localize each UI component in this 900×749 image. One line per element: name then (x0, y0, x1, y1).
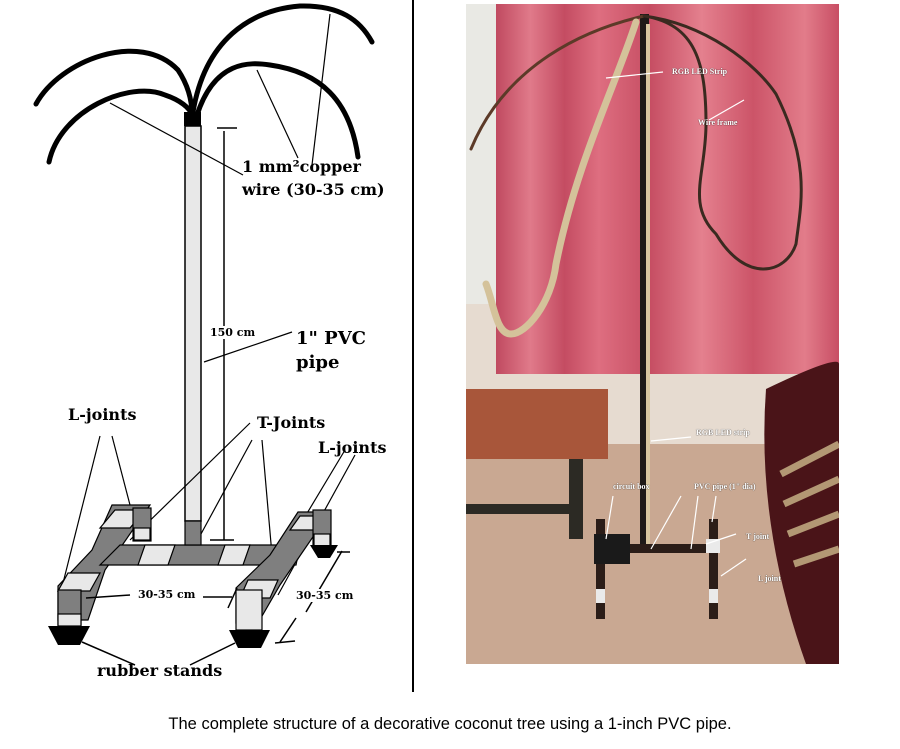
base-frame (56, 504, 332, 631)
curtain (496, 4, 839, 374)
circuit-box (594, 534, 630, 564)
sofa-stripes (779, 440, 839, 568)
table-leg (569, 459, 583, 539)
l-joints-label-right: L-joints (318, 438, 387, 457)
copper-wire-label-line1: 1 mm²copper (242, 157, 361, 176)
t-joint-center (184, 520, 202, 546)
photo-label-t-joint: T joint (746, 532, 770, 541)
prototype-photo: RGB LED Strip Wire frame RGB LED strip c… (466, 4, 839, 664)
frond-hub (184, 112, 201, 126)
panel-divider (412, 0, 414, 692)
photo-label-circuit-box: circuit box (613, 482, 650, 491)
pvc-pipe-label-line2: pipe (296, 352, 340, 373)
annotation-arrows (605, 71, 747, 577)
photo-label-rgb-strip-bottom: RGB LED strip (696, 428, 750, 437)
frond-left-outer (33, 48, 195, 118)
pvc-pipe-label-line1: 1" PVC (296, 328, 366, 349)
t-joints-label: T-Joints (257, 413, 326, 432)
rubber-stand-right (229, 630, 270, 648)
photo-label-l-joint: L joint (758, 574, 781, 583)
schematic-diagram: 1 mm²copper wire (30-35 cm) 150 cm 1" PV… (0, 0, 415, 700)
rubber-stand-back (310, 545, 338, 558)
photo-label-rgb-strip-top: RGB LED Strip (672, 67, 728, 76)
wire-frame-loops (469, 14, 803, 338)
main-pvc-pipe (184, 125, 202, 522)
photo-label-wire-frame: Wire frame (698, 118, 738, 127)
rubber-stand-leaders (81, 641, 236, 666)
tree-schematic-drawing (33, 3, 375, 666)
table-rail (466, 504, 576, 514)
rubber-stand-left (48, 626, 90, 645)
photo-scene (466, 4, 839, 664)
copper-wire-label-line2: wire (30-35 cm) (242, 180, 385, 199)
sofa (764, 361, 839, 664)
photo-label-pvc-pipe: PVC pipe (1" dia) (694, 482, 756, 491)
window (466, 4, 496, 304)
rubber-stands-label: rubber stands (97, 661, 223, 680)
height-label: 150 cm (210, 326, 256, 339)
rubber-stands (48, 545, 338, 648)
led-strip-on-pole (646, 24, 650, 544)
pvc-base-frame (594, 519, 720, 619)
width-side-label: 30-35 cm (296, 589, 354, 602)
right-front-leg (235, 589, 263, 631)
width-front-label: 30-35 cm (138, 588, 196, 601)
led-pole (640, 14, 649, 544)
l-joints-label-left: L-joints (68, 405, 137, 424)
frond-right-outer (190, 3, 375, 115)
frond-right-inner (194, 61, 361, 160)
figure-caption: The complete structure of a decorative c… (168, 715, 732, 733)
table-top (466, 389, 608, 459)
copper-wire-fronds (33, 3, 375, 165)
frond-left-inner (46, 88, 195, 165)
